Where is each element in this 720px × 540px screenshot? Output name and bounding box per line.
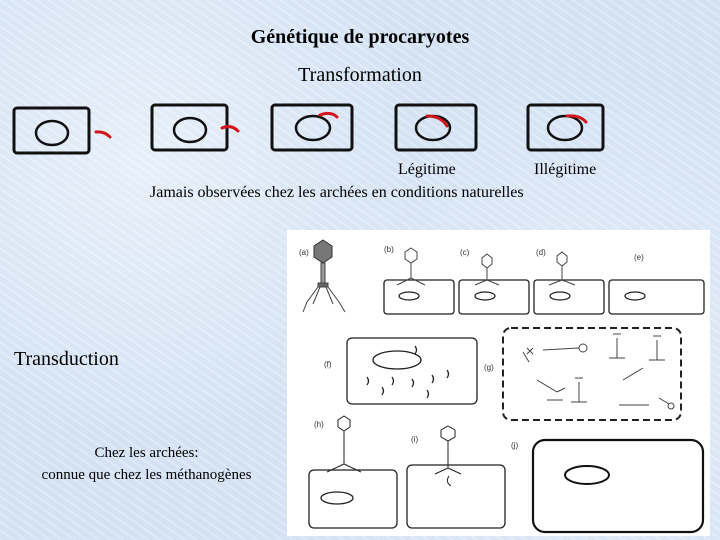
phage-a	[302, 239, 346, 313]
transduction-figure: (a) (b) (c) (d) (e) (f) (g) (h) (i) (j)	[287, 230, 710, 536]
transduction-note-line1: Chez les archées:	[94, 445, 199, 461]
cell-j	[531, 438, 705, 534]
transduction-heading: Transduction	[14, 348, 119, 370]
label-legitime: Légitime	[398, 161, 456, 178]
dna-fragment-3	[318, 111, 339, 119]
phages-top-row	[396, 247, 576, 286]
panel-label-h: (h)	[314, 420, 324, 429]
archaea-transformation-note: Jamais observées chez les archées en con…	[150, 184, 524, 201]
panel-label-e: (e)	[634, 253, 644, 262]
cell-4	[394, 103, 478, 152]
slide-title: Génétique de procaryotes	[250, 26, 470, 48]
cell-h	[308, 415, 398, 529]
panel-label-a: (a)	[299, 248, 309, 257]
cell-1	[12, 106, 91, 155]
cell-2	[150, 103, 229, 152]
transduction-figure-svg: (a) (b) (c) (d) (e) (f) (g) (h) (i) (j)	[299, 239, 705, 534]
cell-g	[502, 327, 682, 421]
panel-label-j: (j)	[511, 441, 518, 450]
transformation-heading: Transformation	[298, 64, 422, 86]
dna-fragment-5	[565, 114, 588, 124]
panel-label-f: (f)	[324, 360, 332, 369]
cell-i	[406, 425, 506, 529]
cell-f	[346, 337, 478, 405]
panel-label-i: (i)	[411, 435, 418, 444]
panel-label-g: (g)	[484, 363, 494, 372]
panel-label-c: (c)	[460, 248, 470, 257]
panel-label-d: (d)	[536, 248, 546, 257]
label-illegitime: Illégitime	[534, 161, 597, 178]
dna-fragment-4	[425, 114, 449, 128]
transduction-note-line2: connue que chez les méthanogènes	[41, 467, 252, 483]
transformation-diagram	[12, 103, 605, 155]
dna-fragment-1	[94, 130, 112, 139]
dna-fragment-2	[220, 125, 240, 133]
cell-3	[270, 103, 354, 152]
panel-label-b: (b)	[384, 245, 394, 254]
cells-top-row	[383, 279, 705, 315]
cell-5	[526, 103, 605, 152]
